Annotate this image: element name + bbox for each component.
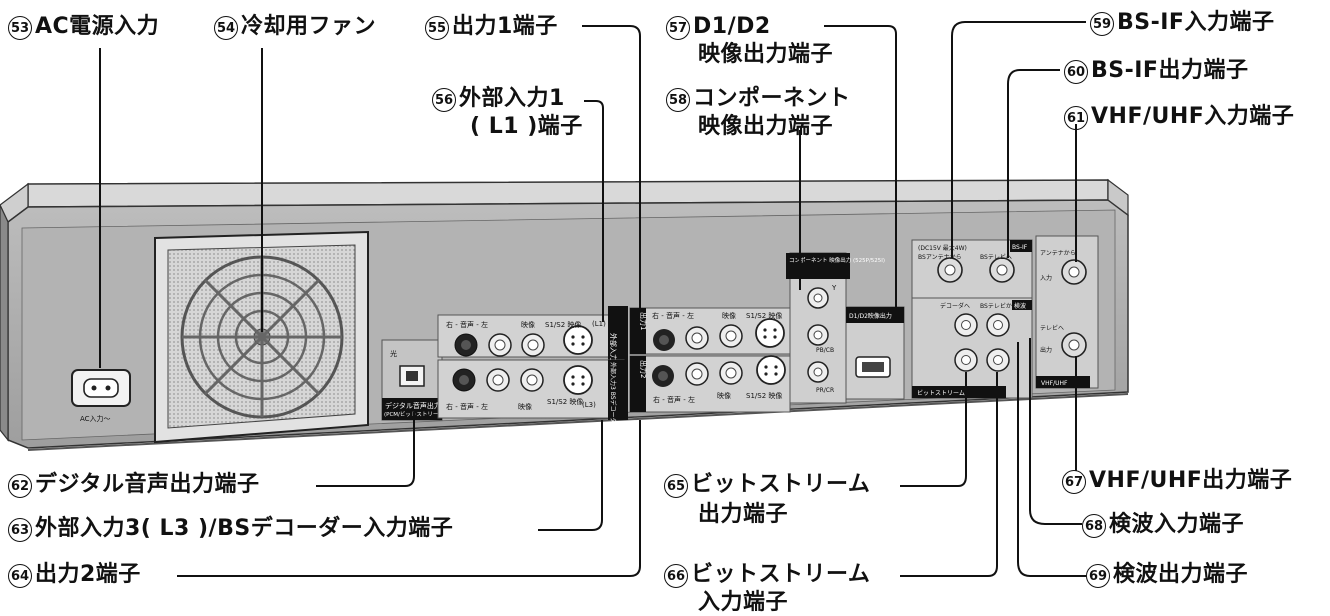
output2-audio-label: 右 - 音声 - 左 <box>653 395 695 404</box>
callout-57-d1d2-line2: 映像出力端子 <box>698 42 834 67</box>
pr-label: PR/CR <box>816 387 834 394</box>
l3-tag: (L3) <box>582 401 596 409</box>
input1-svideo-label: S1/S2 映像 <box>545 320 581 329</box>
dc-label: (DC15V 最大4W) <box>918 244 967 252</box>
output2-svideo-label: S1/S2 映像 <box>746 391 782 400</box>
bs-tv-from-label: BSテレビから <box>980 302 1018 310</box>
d1d2-block <box>845 306 905 400</box>
ac-inlet <box>71 369 131 407</box>
output-2-block <box>629 355 791 413</box>
output2-tag: 出力2 <box>639 360 648 378</box>
vhf-in-label: 入力 <box>1040 274 1052 282</box>
input1-audio-label: 右 - 音声 - 左 <box>446 320 488 329</box>
leader-lines <box>99 21 1086 577</box>
callout-66-bitstream-in-line2: 入力端子 <box>698 590 789 615</box>
callout-58-component-line2: 映像出力端子 <box>698 114 834 139</box>
optical-label: 光 <box>390 349 397 358</box>
output1-audio-label: 右 - 音声 - 左 <box>652 311 694 320</box>
callout-56-input1-line2: ( L1 )端子 <box>470 114 583 139</box>
tv-to-label: テレビへ <box>1040 324 1064 332</box>
output1-svideo-label: S1/S2 映像 <box>746 311 782 320</box>
bs-if-tag: BS-IF <box>1012 244 1028 251</box>
bs-tv-label: BSテレビへ <box>980 253 1012 261</box>
component-tag: コンポーネント 映像出力 (525P/525I) <box>789 256 885 264</box>
decoder-to-label: デコーダへ <box>940 302 970 310</box>
l1-tag: (L1) <box>592 320 606 328</box>
optical-output-port <box>381 339 443 421</box>
vhf-out-label: 出力 <box>1040 346 1052 354</box>
vhf-uhf-tag: VHF/UHF <box>1041 380 1068 387</box>
kenpa-bitstream-block <box>911 297 1033 399</box>
digital-audio-label: デジタル音声出力 <box>385 401 441 410</box>
pb-label: PB/CB <box>816 347 834 354</box>
input3-svideo-label: S1/S2 映像 <box>547 397 583 406</box>
vhf-uhf-block <box>1035 235 1099 389</box>
y-label: Y <box>831 284 837 292</box>
input1-video-label: 映像 <box>521 320 535 329</box>
component-block <box>786 252 850 404</box>
bs-if-block <box>911 239 1033 299</box>
d1d2-tag: D1/D2映像出力 <box>849 312 892 320</box>
bitstream-tag: ビットストリーム <box>917 389 965 397</box>
input1-tag: 外部入力1 <box>609 333 618 365</box>
callout-65-bitstream-out-line2: 出力端子 <box>698 502 789 527</box>
kenpa-tag: 検波 <box>1014 302 1026 310</box>
ac-input-label: AC入力～ <box>80 414 111 423</box>
output1-video-label: 映像 <box>722 311 736 320</box>
bs-antenna-label: BSアンテナから <box>918 254 962 261</box>
antenna-from-label: アンテナから <box>1040 250 1076 257</box>
input3-tag: 外部入力3 BSデコーダーから <box>609 362 617 442</box>
input3-audio-label: 右 - 音声 - 左 <box>446 402 488 411</box>
output2-video-label: 映像 <box>717 391 731 400</box>
output-1-block <box>629 307 791 355</box>
output1-tag: 出力1 <box>639 312 648 330</box>
input-3-block <box>437 359 628 420</box>
input3-video-label: 映像 <box>518 402 532 411</box>
input-1-block <box>437 306 628 371</box>
